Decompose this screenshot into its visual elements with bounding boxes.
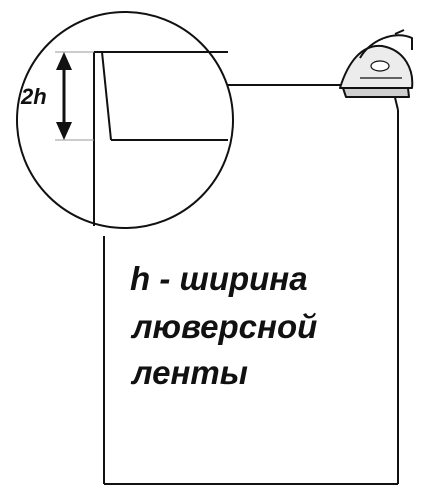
dimension-arrow (56, 52, 72, 140)
dimension-label: 2h (20, 84, 47, 109)
caption-line-2: люверсной (132, 308, 318, 345)
caption-line-3: ленты (132, 354, 248, 391)
iron-icon (339, 29, 414, 98)
magnifier-circle (16, 11, 234, 229)
caption-line-1: h - ширина (130, 260, 308, 297)
